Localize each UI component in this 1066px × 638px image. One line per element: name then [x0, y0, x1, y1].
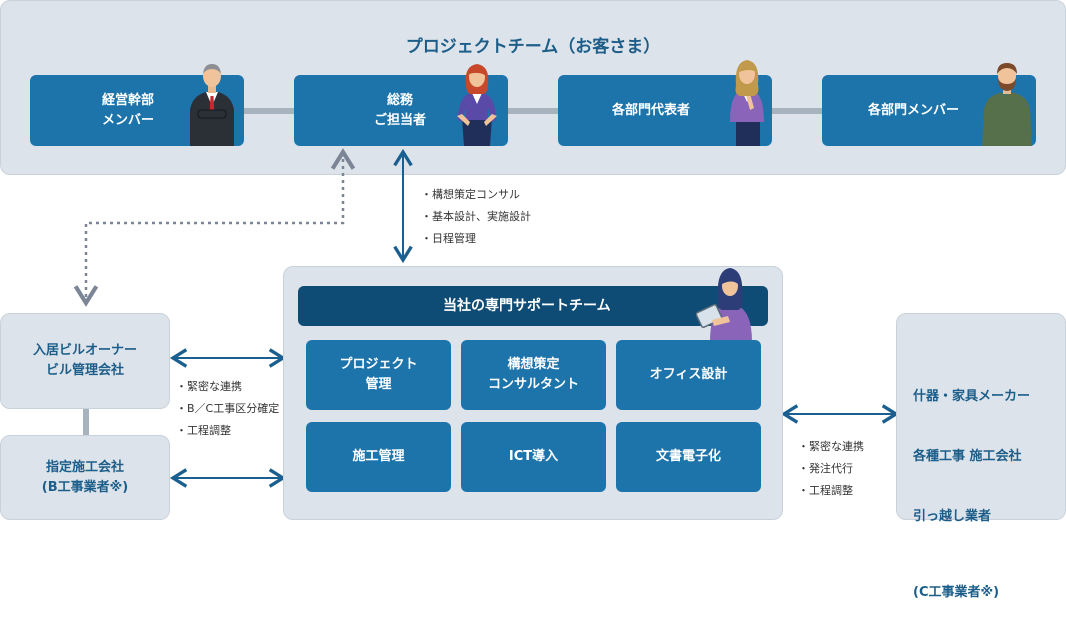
service-ict-introduction: ICT導入 [461, 422, 606, 492]
building-owner-box: 入居ビルオーナー ビル管理会社 [0, 313, 170, 409]
member-label: 経営幹部 メンバー [102, 92, 155, 128]
service-concept-consulting: 構想策定 コンサルタント [461, 340, 606, 410]
service-label: 施工管理 [352, 449, 405, 464]
vendor-line: 各種工事 施工会社 [913, 449, 1022, 464]
vendor-line: 引っ越し業者 [913, 509, 992, 524]
member-connector-line [243, 108, 295, 114]
note-item: ・基本設計、実施設計 [421, 210, 531, 223]
note-item: ・発注代行 [798, 462, 853, 475]
member-connector-line [507, 108, 559, 114]
left-notes: ・緊密な連携 ・B／C工事区分確定 ・工程調整 [176, 376, 279, 442]
right-notes: ・緊密な連携 ・発注代行 ・工程調整 [798, 436, 864, 502]
service-project-management: プロジェクト 管理 [306, 340, 451, 410]
bearded-man-icon [982, 63, 1032, 146]
businessman-icon [190, 64, 234, 146]
thinking-woman-icon [730, 60, 764, 146]
note-item: ・B／C工事区分確定 [176, 402, 280, 415]
designated-contractor-label: 指定施工会社 (B工事業者※) [41, 459, 129, 495]
note-item: ・構想策定コンサル [421, 188, 520, 201]
note-item: ・工程調整 [798, 484, 853, 497]
member-label: 総務 ご担当者 [374, 92, 427, 128]
member-connector-line [771, 108, 823, 114]
dotted-double-arrow [73, 148, 356, 307]
connector-layer [73, 148, 900, 488]
service-label: 文書電子化 [655, 449, 721, 464]
designated-contractor-box: 指定施工会社 (B工事業者※) [0, 435, 170, 520]
note-item: ・工程調整 [176, 424, 231, 437]
service-construction-management: 施工管理 [306, 422, 451, 492]
service-label: オフィス設計 [649, 367, 728, 382]
note-item: ・緊密な連携 [176, 380, 242, 393]
member-label: 各部門代表者 [612, 102, 691, 118]
service-label: プロジェクト 管理 [339, 357, 418, 392]
building-owner-label: 入居ビルオーナー ビル管理会社 [32, 343, 137, 378]
support-team-title: 当社の専門サポートチーム [443, 298, 611, 314]
member-label: 各部門メンバー [868, 102, 960, 118]
businesswoman-icon [457, 64, 497, 146]
vendor-line: 什器・家具メーカー [913, 389, 1031, 404]
vendor-footer: (C工事業者※) [913, 585, 1000, 600]
vendor-label: 什器・家具メーカー 各種工事 施工会社 引っ越し業者 (C工事業者※) [896, 352, 1066, 638]
note-item: ・緊密な連携 [798, 440, 864, 453]
top-services-note: ・構想策定コンサル ・基本設計、実施設計 ・日程管理 [421, 184, 531, 250]
tablet-woman-icon [696, 268, 752, 342]
service-office-design: オフィス設計 [616, 340, 761, 410]
left-boxes-connector [83, 408, 89, 436]
client-team-title: プロジェクトチーム（お客さま） [405, 37, 661, 57]
service-label: 構想策定 コンサルタント [487, 357, 579, 392]
note-item: ・日程管理 [421, 232, 476, 245]
support-team-header: 当社の専門サポートチーム [298, 286, 768, 326]
service-document-digitization: 文書電子化 [616, 422, 761, 492]
service-label: ICT導入 [508, 449, 559, 464]
